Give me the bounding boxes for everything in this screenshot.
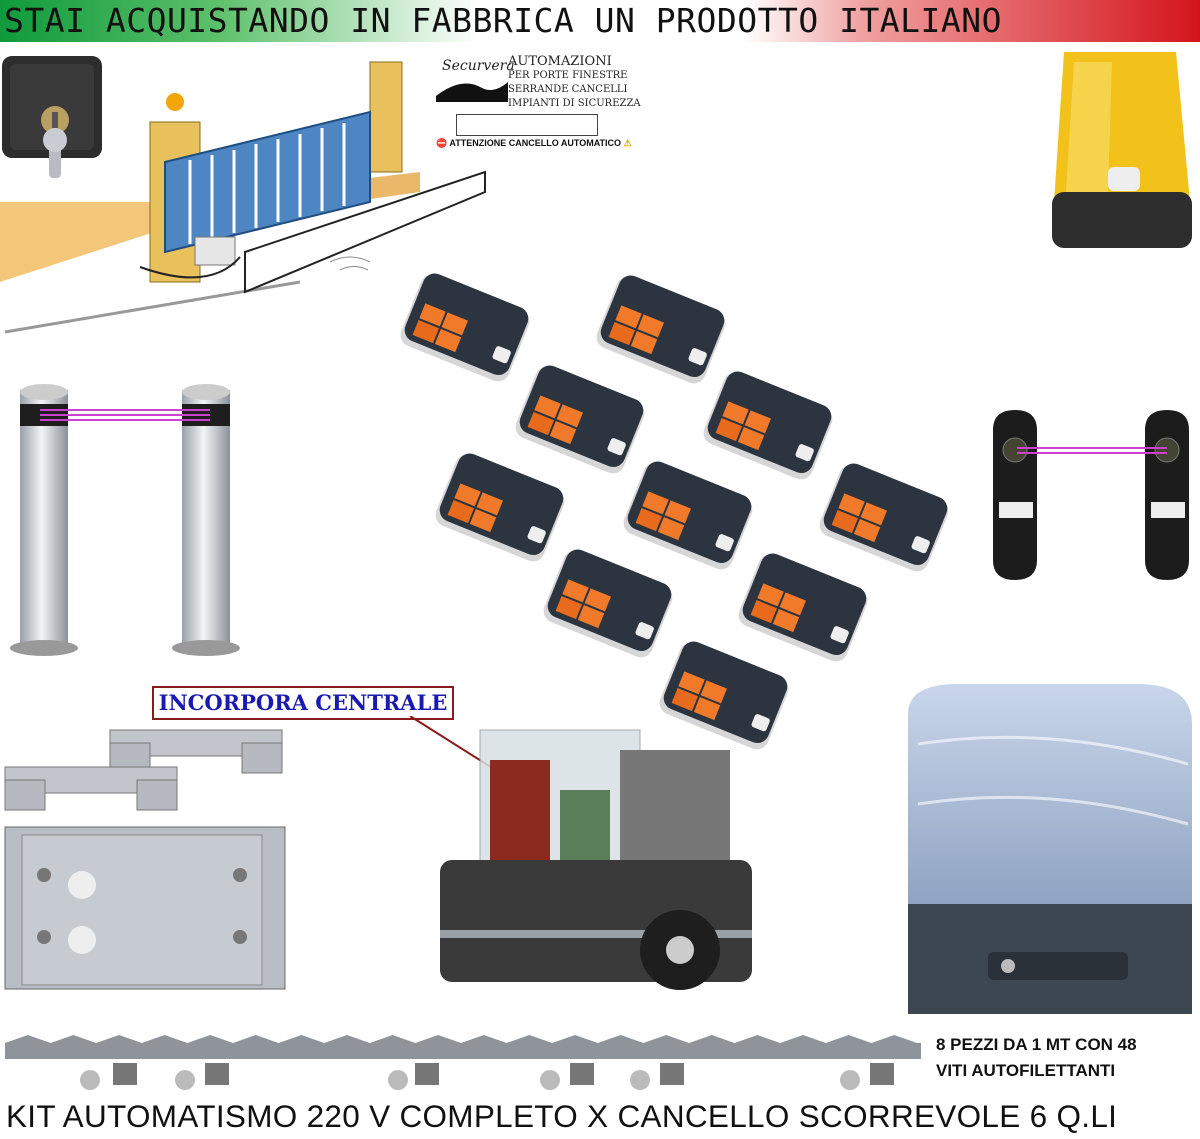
warning-triangle-icon: ⚠ xyxy=(623,138,632,148)
banner-text: STAI ACQUISTANDO IN FABBRICA UN PRODOTTO… xyxy=(4,1,1003,40)
brand-line: IMPIANTI DI SICUREZZA xyxy=(508,98,641,109)
remote-control xyxy=(619,457,757,573)
warning-text: ATTENZIONE CANCELLO AUTOMATICO xyxy=(449,138,622,148)
mounting-plate-image xyxy=(4,729,286,990)
photocells-image xyxy=(993,410,1189,580)
brand-line: PER PORTE FINESTRE xyxy=(508,70,628,81)
top-banner: STAI ACQUISTANDO IN FABBRICA UN PRODOTTO… xyxy=(0,0,1200,42)
gear-rack-image xyxy=(5,1035,921,1090)
sliding-gate-illustration xyxy=(0,61,486,334)
remote-control xyxy=(734,549,872,665)
remote-control xyxy=(592,271,730,387)
gate-motor-open-image xyxy=(440,729,752,990)
remote-control xyxy=(431,449,569,565)
no-entry-icon: ⛔ xyxy=(436,138,448,148)
installer-box xyxy=(456,114,598,136)
kit-title: KIT AUTOMATISMO 220 V COMPLETO X CANCELL… xyxy=(6,1098,1118,1134)
key-switch-image xyxy=(2,56,102,178)
remote-control xyxy=(815,459,953,575)
brand-line: AUTOMAZIONI xyxy=(508,54,612,69)
rack-note-line: 8 PEZZI DA 1 MT CON 48 xyxy=(936,1035,1137,1054)
remote-control xyxy=(511,361,649,477)
warning-sign: ⛔ ATTENZIONE CANCELLO AUTOMATICO ⚠ xyxy=(436,138,632,154)
rack-note: 8 PEZZI DA 1 MT CON 48 VITI AUTOFILETTAN… xyxy=(936,1032,1137,1084)
remote-control xyxy=(539,545,677,661)
securvera-logo xyxy=(436,56,508,102)
callout-label: INCORPORA CENTRALE xyxy=(158,690,448,715)
gate-motor-cover-image xyxy=(908,684,1192,1014)
logo-text: Securvera xyxy=(442,58,515,74)
remote-control xyxy=(699,367,837,483)
brand-lines: AUTOMAZIONI PER PORTE FINESTRE SERRANDE … xyxy=(508,55,641,111)
photocell-columns-image xyxy=(10,384,240,656)
brand-line: SERRANDE CANCELLI xyxy=(508,84,628,95)
flashing-lamp-image xyxy=(1052,52,1192,248)
rack-note-line: VITI AUTOFILETTANTI xyxy=(936,1061,1116,1080)
incorpora-callout: INCORPORA CENTRALE xyxy=(152,686,454,720)
